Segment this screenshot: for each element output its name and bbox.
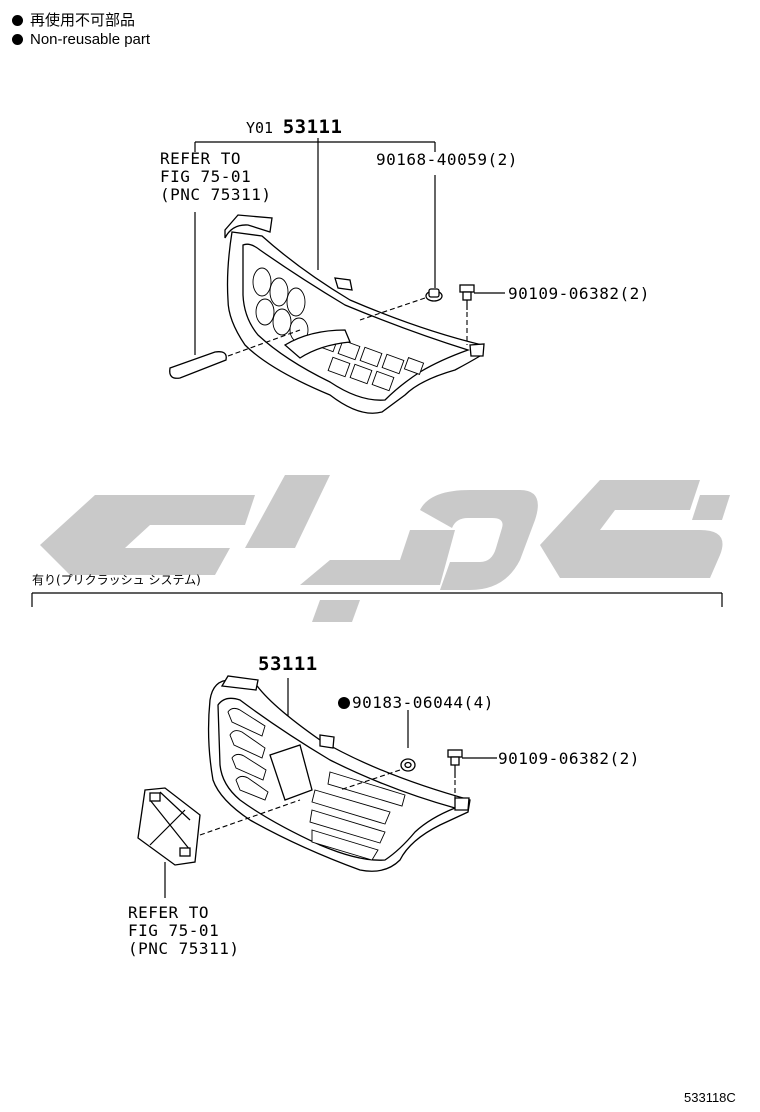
top-main-part-label: Y01 53111 — [246, 116, 342, 138]
color-code-prefix: Y01 — [246, 119, 274, 137]
bottom-refer-note: REFER TO FIG 75-01 (PNC 75311) — [128, 903, 240, 958]
top-screw-part-label: 90109-06382(2) — [508, 284, 650, 303]
figure-id: 533118C — [684, 1090, 736, 1105]
section-label: 有り(プリクラッシュ システム) — [32, 573, 201, 587]
bullet-icon — [12, 15, 23, 26]
top-grille-assembly — [169, 138, 505, 414]
top-refer-note: REFER TO FIG 75-01 (PNC 75311) — [160, 149, 272, 204]
legend-nonreusable-en: Non-reusable part — [12, 31, 150, 48]
bottom-grille-louvres — [227, 707, 406, 861]
bottom-screw-part-label: 90109-06382(2) — [498, 749, 640, 768]
bottom-grille-assembly — [137, 675, 497, 898]
bottom-main-part-label: 53111 — [258, 653, 318, 675]
part-number-53111: 53111 — [282, 116, 343, 138]
bottom-nut-part-label: 90183-06044(4) — [338, 693, 494, 712]
nut-icon — [400, 758, 416, 772]
clip-icon — [425, 288, 443, 302]
bullet-icon — [12, 34, 23, 45]
screw-icon — [459, 284, 475, 310]
sensor-bracket-icon — [137, 787, 201, 866]
screw-icon — [447, 749, 463, 778]
non-reusable-marker-icon — [338, 697, 350, 709]
watermark-logo — [40, 475, 730, 622]
top-clip-part-label: 90168-40059(2) — [376, 150, 518, 169]
section-bracket — [31, 592, 723, 607]
legend-nonreusable-jp: 再使用不可部品 — [12, 9, 135, 30]
